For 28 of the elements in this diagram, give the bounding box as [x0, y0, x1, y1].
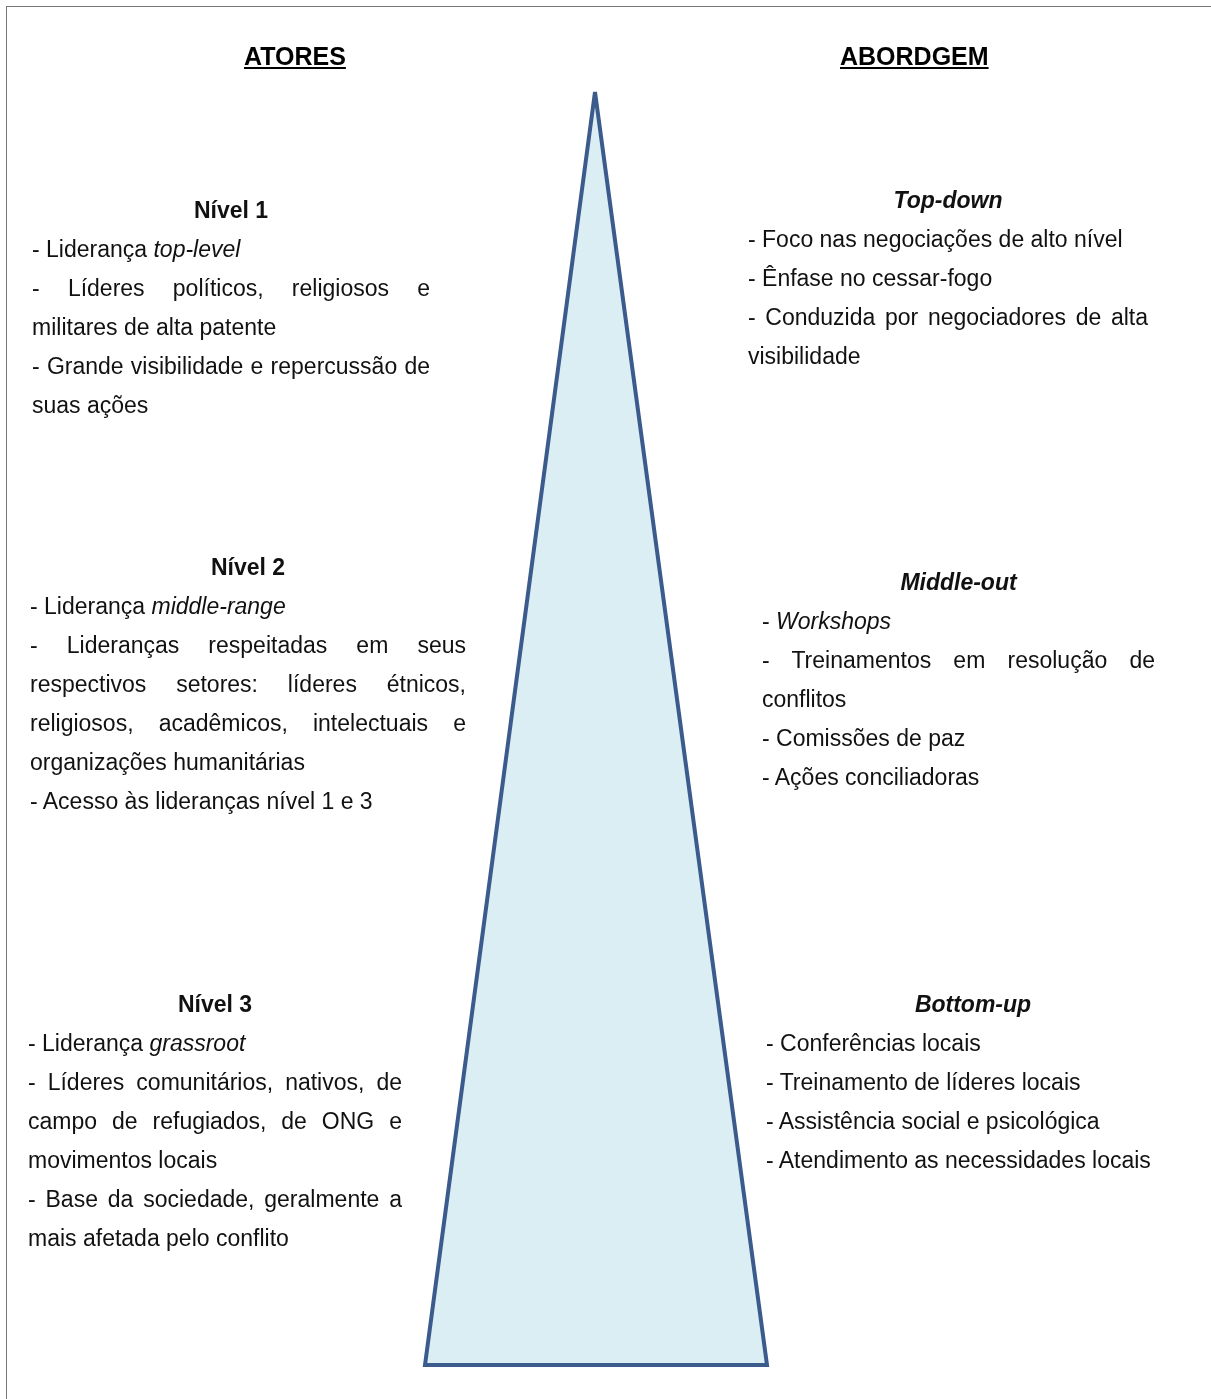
bullet-text: - Ênfase no cessar-fogo	[748, 264, 994, 293]
bullet-text: - Assistência social e psicológica	[766, 1107, 1101, 1136]
bullet-text: - Treinamento de líderes locais	[766, 1068, 1082, 1097]
bullet-text: - Base da sociedade, geralmente a mais afetada pelo conflito	[28, 1185, 402, 1253]
approach-heading: Middle-out	[899, 568, 1019, 597]
bullet-text: - Ações conciliadoras	[762, 763, 981, 792]
bullet-text: - Workshops	[762, 607, 893, 636]
bullet-text: - Lideranças respeitadas em seus respectivos setores: líderes étnicos, religiosos, acadêmicos, intelectuais e organizações humanitárias	[30, 631, 466, 777]
bullet-text: - Atendimento as necessidades locais	[766, 1146, 1152, 1175]
bullet-text: - Treinamentos em resolução de conflitos	[762, 646, 1155, 714]
bullet-text: - Liderança grassroot	[28, 1029, 247, 1058]
level-heading: Nível 1	[192, 196, 270, 225]
bullet-text: - Comissões de paz	[762, 724, 967, 753]
bullet-text: - Liderança top-level	[32, 235, 242, 264]
bullet-text: - Conduzida por negociadores de alta visibilidade	[748, 303, 1148, 371]
bullet-text: - Conferências locais	[766, 1029, 982, 1058]
bullet-text: - Acesso às lideranças nível 1 e 3	[30, 787, 374, 816]
level-heading: Nível 3	[176, 990, 254, 1019]
bullet-text: - Líderes políticos, religiosos e militares de alta patente	[32, 274, 430, 342]
column-heading: ABORDGEM	[840, 42, 989, 71]
approach-heading: Top-down	[892, 186, 1004, 215]
level-heading: Nível 2	[209, 553, 287, 582]
column-heading: ATORES	[244, 42, 346, 71]
bullet-text: - Liderança middle-range	[30, 592, 287, 621]
approach-heading: Bottom-up	[913, 990, 1033, 1019]
bullet-text: - Líderes comunitários, nativos, de campo de refugiados, de ONG e movimentos locais	[28, 1068, 402, 1175]
bullet-text: - Foco nas negociações de alto nível	[748, 225, 1124, 254]
bullet-text: - Grande visibilidade e repercussão de suas ações	[32, 352, 430, 420]
